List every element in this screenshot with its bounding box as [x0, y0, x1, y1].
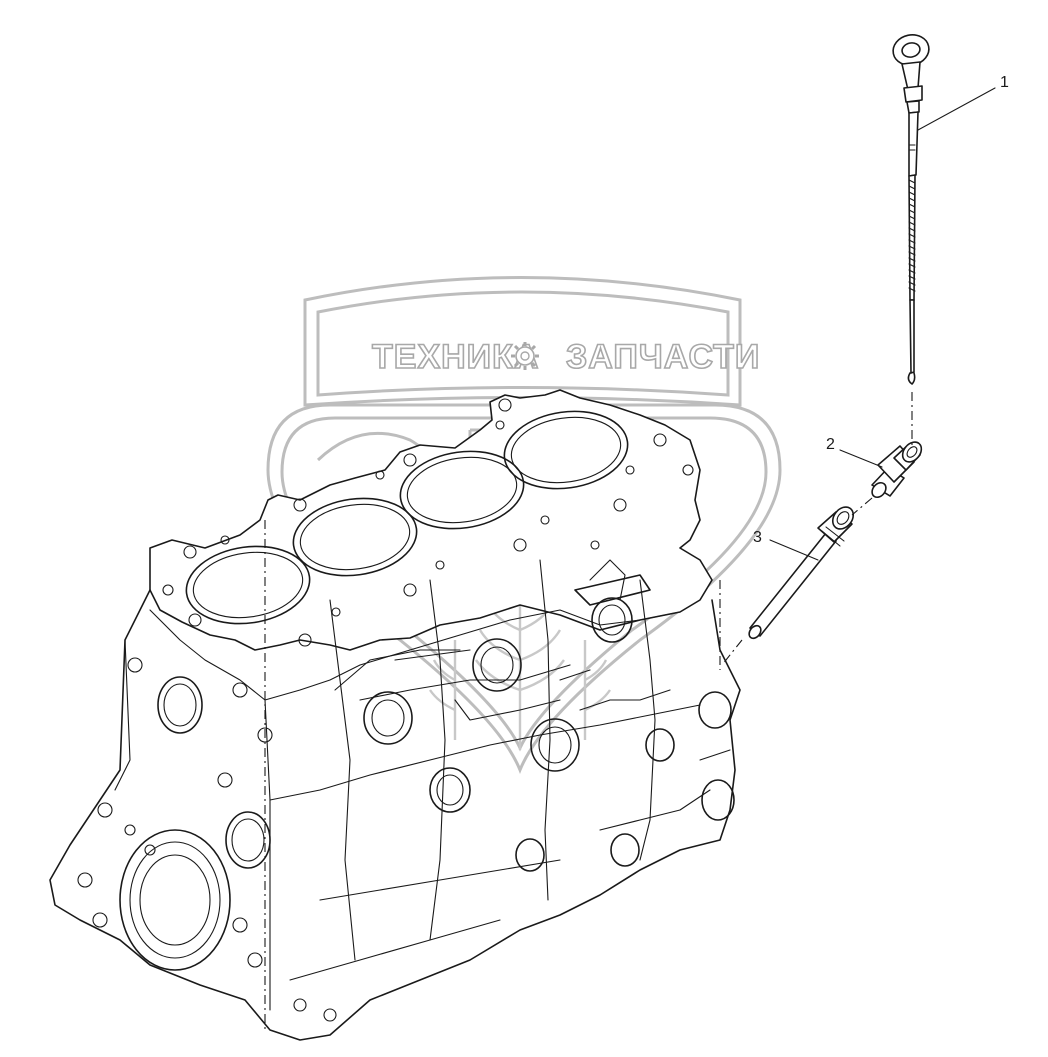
side-bores: [363, 597, 735, 872]
cylinder-bores: [185, 410, 629, 625]
callout-3: 3: [753, 529, 762, 546]
dipstick-guide-tube: [721, 506, 855, 666]
front-bosses: [77, 657, 337, 1022]
block-ribs: [289, 559, 731, 981]
callouts: 1 2 3: [753, 74, 1009, 561]
crank-seal-bore: [119, 676, 271, 971]
dipstick-coil: [908, 179, 916, 292]
gear-icon: [511, 342, 539, 370]
oil-dipstick: [892, 34, 930, 445]
watermark-right-word: ЗАПЧАСТИ: [566, 338, 760, 376]
dipstick-guide-adapter: [851, 441, 923, 516]
callout-2: 2: [826, 436, 835, 453]
callout-1: 1: [1000, 74, 1009, 91]
deck-holes: [162, 398, 694, 647]
watermark-left-word: ТЕХНИКА: [372, 338, 539, 376]
engine-block: [49, 389, 741, 1041]
